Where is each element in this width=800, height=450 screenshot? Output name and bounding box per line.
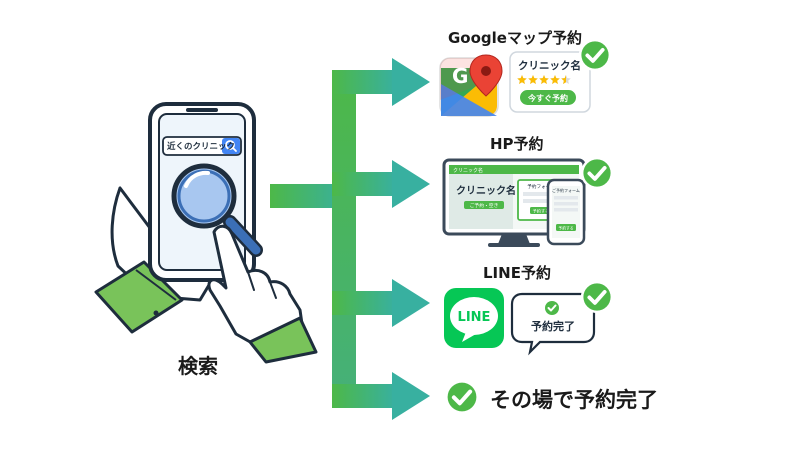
rating-stars bbox=[517, 75, 571, 85]
route-instant bbox=[445, 380, 479, 414]
line-logo-text: LINE bbox=[458, 310, 491, 325]
checkmark-icon bbox=[580, 156, 614, 190]
google-card-name: クリニック名 bbox=[518, 59, 581, 72]
form-title-text: 予約フォーム bbox=[527, 183, 555, 190]
checkmark-icon bbox=[580, 280, 614, 314]
route-google-maps: G クリニック名 今すぐ予約 bbox=[439, 38, 612, 117]
google-card: クリニック名 今すぐ予約 bbox=[509, 51, 591, 113]
checkmark-icon bbox=[445, 380, 479, 414]
google-logo-letter: G bbox=[452, 64, 468, 88]
search-icon[interactable] bbox=[225, 140, 237, 152]
search-label: 検索 bbox=[178, 354, 218, 378]
star-filled bbox=[561, 75, 566, 85]
flow-arrows bbox=[270, 58, 430, 420]
site-cta-text: ご予約・空き bbox=[470, 202, 499, 209]
star-filled bbox=[528, 75, 538, 85]
phone-form-title: ご予約フォーム bbox=[552, 187, 580, 193]
google-maps-icon: G bbox=[439, 54, 503, 117]
line-logo-icon: LINE bbox=[444, 288, 504, 348]
line-bubble-text: 予約完了 bbox=[531, 319, 575, 333]
magnifier-icon bbox=[171, 163, 263, 257]
route-homepage: クリニック名 クリニック名 ご予約・空き 予約フォーム 予約する ご予約フォーム… bbox=[442, 156, 614, 247]
search-bar[interactable] bbox=[162, 136, 242, 156]
reserve-now-button[interactable] bbox=[520, 90, 576, 105]
search-query-text: 近くのクリニック bbox=[167, 141, 235, 152]
site-brand-text: クリニック名 bbox=[453, 167, 483, 174]
smartphone-icon: ご予約フォーム 予約する bbox=[546, 178, 586, 246]
form-submit-text: 予約する bbox=[533, 208, 550, 215]
site-heading-text: クリニック名 bbox=[456, 184, 516, 197]
route-instant-title: その場で予約完了 bbox=[490, 388, 658, 412]
pointing-hand-icon bbox=[207, 224, 318, 364]
phone-submit-text: 予約する bbox=[558, 225, 573, 230]
route-line: LINE 予約完了 bbox=[444, 280, 614, 356]
route-google-title: Googleマップ予約 bbox=[448, 29, 582, 47]
route-line-title: LINE予約 bbox=[483, 264, 551, 282]
speech-bubble-icon: 予約完了 bbox=[510, 292, 596, 356]
route-hp-title: HP予約 bbox=[490, 135, 544, 153]
checkmark-icon bbox=[578, 38, 612, 72]
star-filled bbox=[539, 75, 549, 85]
star-filled bbox=[550, 75, 560, 85]
reserve-now-label: 今すぐ予約 bbox=[527, 93, 568, 103]
star-filled bbox=[517, 75, 527, 85]
map-pin-icon bbox=[469, 54, 503, 97]
search-illustration: 近くのクリニック bbox=[94, 102, 318, 364]
